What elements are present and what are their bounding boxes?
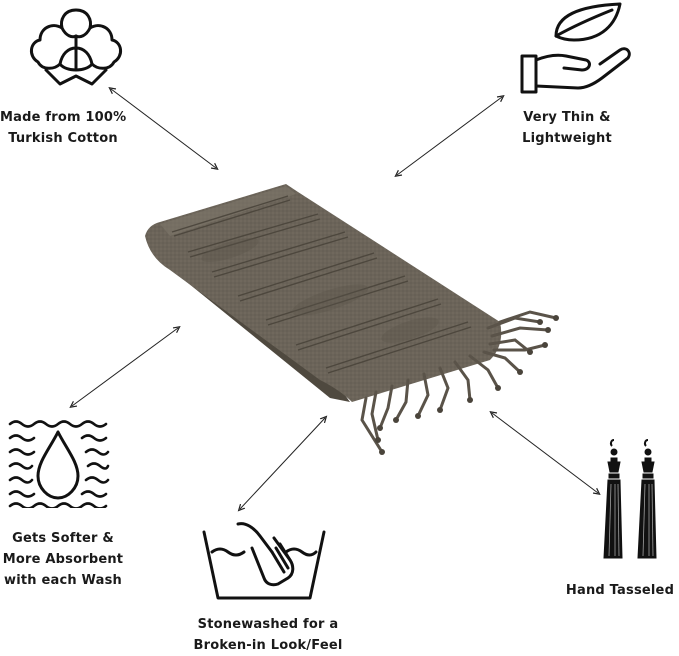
towel-image — [145, 184, 559, 455]
leaf-hand-icon — [520, 2, 631, 94]
arrow-lightweight — [397, 97, 502, 175]
water-drop-icon — [8, 420, 110, 508]
tassel-left — [603, 439, 623, 559]
tassel-icon — [603, 439, 657, 559]
cotton-icon — [30, 8, 122, 86]
tassel-right — [637, 439, 657, 559]
feature-label-cotton: Made from 100% Turkish Cotton — [0, 110, 127, 146]
arrow-absorbent — [72, 328, 178, 406]
arrow-stonewashed — [240, 418, 325, 509]
arrow-cotton — [111, 89, 216, 168]
feature-label-stonewashed: Stonewashed for a Broken-in Look/Feel — [193, 617, 343, 653]
arrow-tasseled — [492, 413, 598, 493]
feature-label-lightweight: Very Thin & Lightweight — [522, 110, 612, 146]
hand-wash-icon — [202, 522, 326, 600]
feature-label-absorbent: Gets Softer & More Absorbent with each W… — [2, 531, 124, 588]
feature-label-tasseled: Hand Tasseled — [565, 583, 675, 598]
pointer-arrows — [72, 89, 598, 509]
